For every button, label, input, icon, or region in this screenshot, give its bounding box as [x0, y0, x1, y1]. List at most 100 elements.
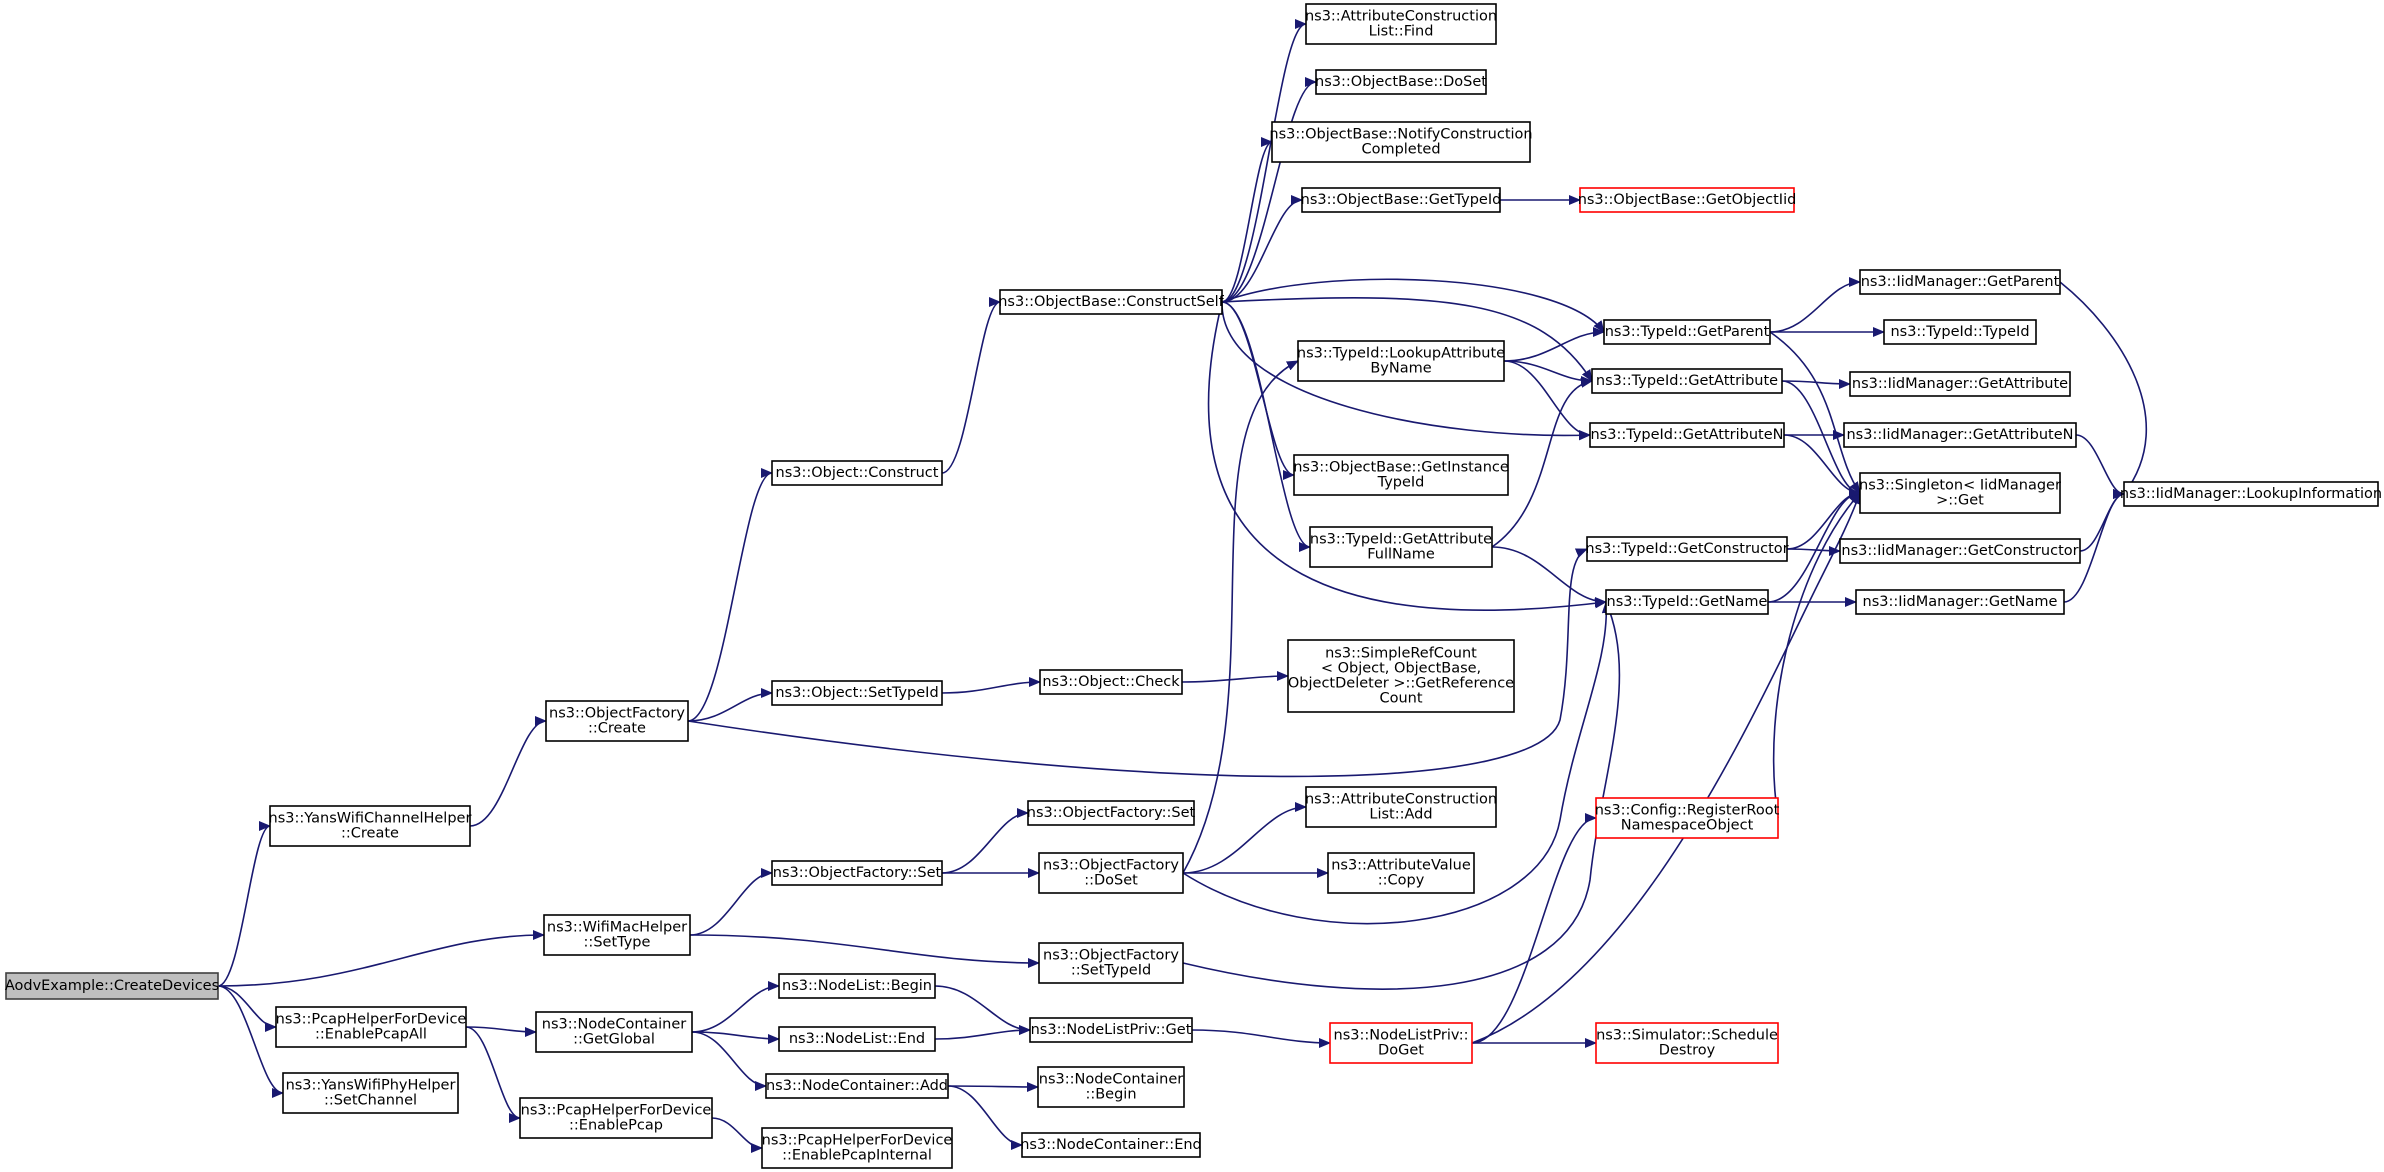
- node-label: ns3::Object::Check: [1042, 674, 1180, 690]
- node-label: ::Begin: [1085, 1087, 1136, 1103]
- node-obconstself[interactable]: ns3::ObjectBase::ConstructSelf: [998, 289, 1225, 315]
- edge-tidlookup-to-tidparent: [1503, 327, 1605, 362]
- edge-iidattrn-to-iidlookup: [2075, 434, 2125, 499]
- node-ofcreate[interactable]: ns3::ObjectFactory::Create: [545, 700, 689, 742]
- node-obdoset[interactable]: ns3::ObjectBase::DoSet: [1315, 69, 1487, 95]
- nodes-layer: AodvExample::CreateDevices ns3::YansWifiC…: [5, 3, 2382, 1169]
- node-yansphy[interactable]: ns3::YansWifiPhyHelper::SetChannel: [282, 1072, 459, 1114]
- node-iidattr[interactable]: ns3::IidManager::GetAttribute: [1849, 371, 2071, 397]
- node-ncend[interactable]: ns3::NodeContainer::End: [1020, 1132, 1202, 1158]
- node-box: [1293, 454, 1509, 496]
- node-box: [1037, 1066, 1185, 1108]
- node-yanschan[interactable]: ns3::YansWifiChannelHelper::Create: [269, 805, 472, 847]
- node-pcapall[interactable]: ns3::PcapHelperForDevice::EnablePcapAll: [275, 1006, 467, 1048]
- node-ncglobal[interactable]: ns3::NodeContainer::GetGlobal: [535, 1011, 693, 1053]
- node-tidname[interactable]: ns3::TypeId::GetName: [1605, 589, 1769, 615]
- node-label: Completed: [1361, 142, 1440, 158]
- node-simplerc[interactable]: ns3::SimpleRefCount< Object, ObjectBase,…: [1287, 639, 1515, 713]
- node-nlend[interactable]: ns3::NodeList::End: [778, 1026, 936, 1052]
- node-obnotify[interactable]: ns3::ObjectBase::NotifyConstructionCompl…: [1269, 121, 1533, 163]
- node-box: [1327, 852, 1475, 894]
- node-avcopy[interactable]: ns3::AttributeValue::Copy: [1327, 852, 1475, 894]
- edge-ncadd-to-ncbegin: [947, 1081, 1039, 1092]
- node-label: ns3::IidManager::GetName: [1863, 594, 2058, 610]
- node-label: ns3::ObjectBase::GetObjectIid: [1578, 192, 1797, 208]
- node-objsettype[interactable]: ns3::Object::SetTypeId: [771, 680, 943, 706]
- node-label: ::GetGlobal: [573, 1032, 655, 1048]
- node-pcap[interactable]: ns3::PcapHelperForDevice::EnablePcap: [519, 1097, 713, 1139]
- node-ofdoset[interactable]: ns3::ObjectFactory::DoSet: [1038, 852, 1184, 894]
- node-label: DoGet: [1378, 1043, 1424, 1059]
- node-iidctor[interactable]: ns3::IidManager::GetConstructor: [1839, 538, 2081, 564]
- node-iidparent[interactable]: ns3::IidManager::GetParent: [1859, 269, 2061, 295]
- node-label: NamespaceObject: [1621, 818, 1754, 834]
- node-box: [1297, 340, 1505, 382]
- node-tidctor[interactable]: ns3::TypeId::GetConstructor: [1585, 536, 1789, 562]
- node-label: ns3::IidManager::GetAttribute: [1852, 376, 2068, 392]
- edge-ofdoset-to-tidlookup: [1182, 360, 1299, 874]
- node-ncadd[interactable]: ns3::NodeContainer::Add: [765, 1073, 949, 1099]
- node-label: ns3::TypeId::GetAttribute: [1596, 373, 1778, 389]
- edge-obconstself-to-obnotify: [1221, 137, 1273, 303]
- node-box: [778, 973, 936, 999]
- node-box: [1589, 422, 1785, 448]
- node-iidattrn[interactable]: ns3::IidManager::GetAttributeN: [1843, 422, 2077, 448]
- node-nlbegin[interactable]: ns3::NodeList::Begin: [778, 973, 936, 999]
- node-label: ns3::NodeContainer::Add: [766, 1078, 948, 1094]
- node-obgetoiid[interactable]: ns3::ObjectBase::GetObjectIid: [1578, 187, 1797, 213]
- node-box: [1027, 800, 1195, 826]
- node-box: [761, 1127, 953, 1169]
- node-tidattr[interactable]: ns3::TypeId::GetAttribute: [1591, 368, 1783, 394]
- node-nlpget[interactable]: ns3::NodeListPriv::Get: [1029, 1017, 1193, 1043]
- node-label: ::SetTypeId: [1071, 963, 1151, 979]
- node-nlpdoget[interactable]: ns3::NodeListPriv::DoGet: [1329, 1022, 1473, 1064]
- node-tidparent[interactable]: ns3::TypeId::GetParent: [1603, 319, 1771, 345]
- node-singleton[interactable]: ns3::Singleton< IidManager >::Get: [1859, 472, 2061, 514]
- edge-ncglobal-to-ncadd: [691, 1031, 767, 1091]
- node-label: ns3::YansWifiPhyHelper: [286, 1078, 456, 1094]
- node-objconstruct[interactable]: ns3::Object::Construct: [771, 460, 943, 486]
- node-obgettid[interactable]: ns3::ObjectBase::GetTypeId: [1301, 187, 1502, 213]
- node-box: [1038, 942, 1184, 984]
- node-label: ns3::ObjectFactory: [1043, 948, 1179, 964]
- node-objcheck[interactable]: ns3::Object::Check: [1039, 669, 1183, 695]
- edge-obconstself-to-tidparent: [1221, 278, 1605, 333]
- node-box: [1021, 1132, 1201, 1158]
- node-box: [765, 1073, 949, 1099]
- node-root[interactable]: AodvExample::CreateDevices: [5, 972, 219, 1000]
- node-box: [1595, 797, 1779, 839]
- node-box: [282, 1072, 459, 1114]
- node-label: ns3::SimpleRefCount: [1325, 646, 1477, 662]
- node-tidtid[interactable]: ns3::TypeId::TypeId: [1883, 319, 2037, 345]
- node-label: ObjectDeleter >::GetReference: [1288, 676, 1514, 692]
- node-ncbegin[interactable]: ns3::NodeContainer::Begin: [1037, 1066, 1185, 1108]
- edge-root-to-yanschan: [217, 821, 271, 987]
- node-box: [771, 860, 943, 886]
- node-label: ::EnablePcap: [569, 1118, 663, 1134]
- node-label: ns3::ObjectFactory: [1043, 858, 1179, 874]
- node-label: ns3::TypeId::GetAttribute: [1310, 532, 1492, 548]
- node-iidlookup[interactable]: ns3::IidManager::LookupInformation: [2120, 481, 2382, 507]
- node-label: ns3::IidManager::GetAttributeN: [1846, 427, 2073, 443]
- node-label: ns3::TypeId::GetConstructor: [1585, 541, 1788, 557]
- node-label: List::Find: [1369, 24, 1434, 40]
- node-label: ns3::AttributeConstruction: [1305, 9, 1497, 25]
- node-tidattrn[interactable]: ns3::TypeId::GetAttributeN: [1589, 422, 1785, 448]
- node-iidname[interactable]: ns3::IidManager::GetName: [1855, 589, 2065, 615]
- node-box: [1586, 536, 1788, 562]
- node-ofsettid[interactable]: ns3::ObjectFactory::SetTypeId: [1038, 942, 1184, 984]
- edge-obconstself-to-obdoset: [1221, 77, 1317, 303]
- edge-ofdoset-to-acladd: [1182, 802, 1307, 874]
- node-pcapint[interactable]: ns3::PcapHelperForDevice::EnablePcapInte…: [761, 1127, 953, 1169]
- node-ofset2[interactable]: ns3::ObjectFactory::Set: [1027, 800, 1196, 826]
- node-wifimac[interactable]: ns3::WifiMacHelper::SetType: [543, 914, 691, 956]
- node-ofset[interactable]: ns3::ObjectFactory::Set: [771, 860, 943, 886]
- node-box: [1271, 121, 1531, 163]
